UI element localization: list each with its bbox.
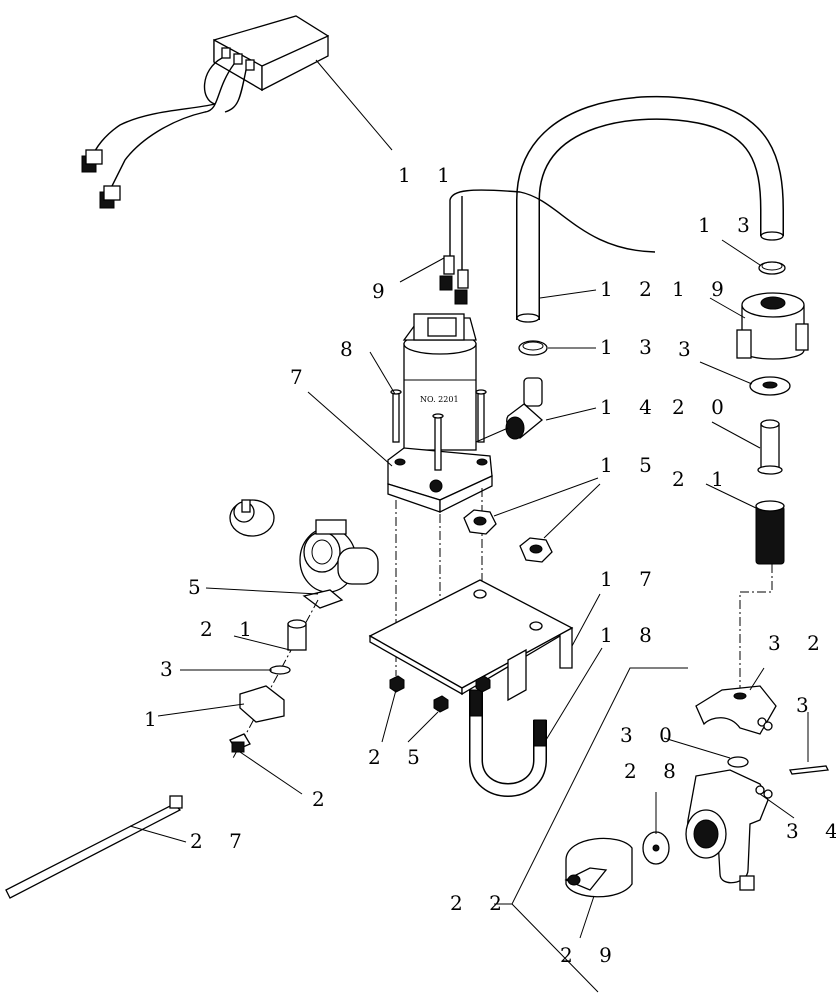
callout-17: 1 7 xyxy=(600,567,662,591)
callout-21-right: 2 1 xyxy=(672,467,734,491)
callout-20: 2 0 xyxy=(672,395,734,419)
callout-28: 2 8 xyxy=(624,759,686,783)
callout-32: 3 2 xyxy=(768,631,830,655)
callout-19: 1 9 xyxy=(672,277,734,301)
callout-7: 7 xyxy=(290,365,313,389)
callout-15: 1 5 xyxy=(600,453,662,477)
u-bolt-part-18 xyxy=(469,647,603,797)
clamp-ring-part-13-upper xyxy=(721,239,786,275)
callout-18: 1 8 xyxy=(600,623,662,647)
callout-33: 3 3 xyxy=(796,693,836,717)
cable-tie-part-27 xyxy=(5,795,187,899)
callout-22: 2 2 xyxy=(450,891,512,915)
valve-assembly-left xyxy=(157,499,379,795)
callout-3-right: 3 xyxy=(678,337,701,361)
nozzle-assembly-part-22 xyxy=(494,667,829,993)
callout-34: 3 4 xyxy=(786,819,836,843)
callout-11: 1 1 xyxy=(398,163,460,187)
nut-part-25 xyxy=(381,675,491,743)
nut-part-15 xyxy=(463,477,601,563)
hose-part-12 xyxy=(516,95,784,323)
hose-adapter-part-19 xyxy=(709,292,809,360)
callout-2: 2 xyxy=(312,787,335,811)
callout-labels: 1 1 9 1 3 1 2 1 9 8 1 3 3 7 1 4 2 0 1 5 … xyxy=(144,163,836,967)
callout-25: 2 5 xyxy=(368,745,430,769)
wiring-harness-part-11 xyxy=(81,15,393,209)
callout-13-upper: 1 3 xyxy=(698,213,760,237)
callout-1: 1 xyxy=(144,707,167,731)
clamp-ring-part-13-lower xyxy=(518,340,596,356)
callout-27: 2 7 xyxy=(190,829,252,853)
callout-13-lower: 1 3 xyxy=(600,335,662,359)
wire-lead-part-9 xyxy=(399,189,656,305)
pump-assembly: NO. 2201 xyxy=(307,313,493,676)
callout-14: 1 4 xyxy=(600,395,662,419)
callout-21-left: 2 1 xyxy=(200,617,262,641)
mounting-bracket-part-17 xyxy=(368,579,601,702)
callout-12: 1 2 xyxy=(600,277,662,301)
callout-29: 2 9 xyxy=(560,943,622,967)
strainer-part-21-right xyxy=(705,483,785,690)
nipple-part-20 xyxy=(711,419,783,475)
callout-30: 3 0 xyxy=(620,723,682,747)
pump-marking: NO. 2201 xyxy=(420,395,459,404)
callout-5: 5 xyxy=(188,575,211,599)
callout-9: 9 xyxy=(372,279,395,303)
callout-3-left: 3 xyxy=(160,657,183,681)
elbow-fitting-part-14 xyxy=(475,377,597,443)
callout-8: 8 xyxy=(340,337,363,361)
washer-part-3-right xyxy=(699,361,791,396)
